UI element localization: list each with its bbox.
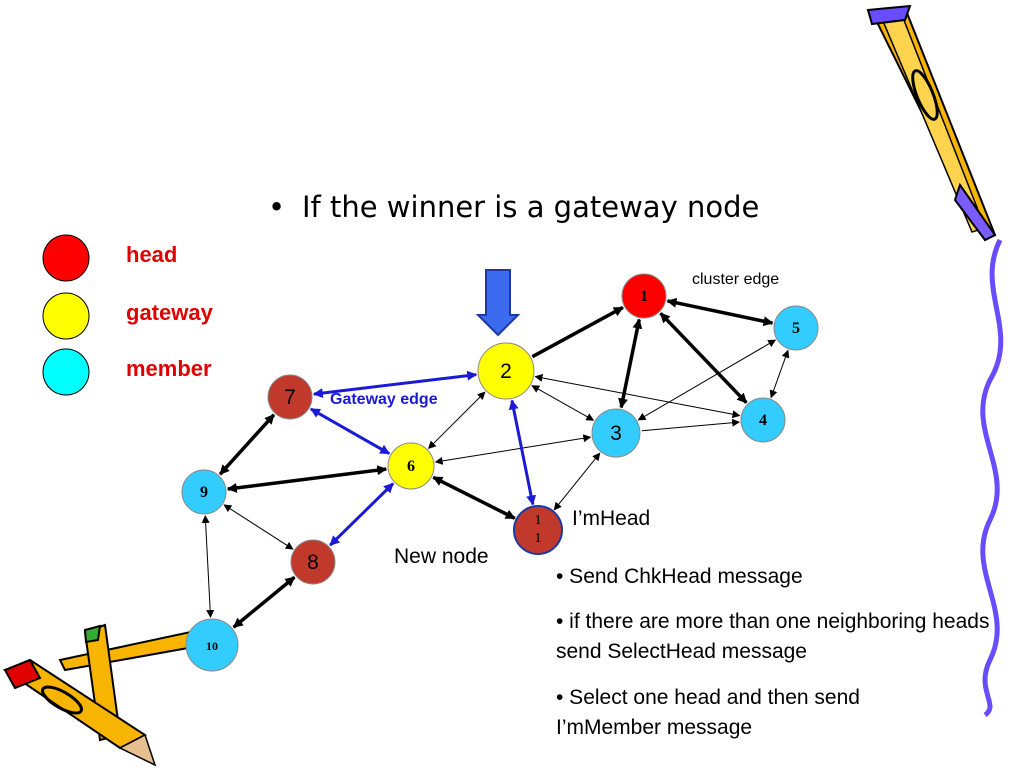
node-11-circle [513, 505, 563, 555]
node-5: 5 [773, 305, 819, 351]
node-1-label: 1 [640, 288, 648, 305]
wavy-line-decoration [980, 238, 1004, 718]
edge-7-6 [309, 407, 391, 455]
edge-2-1 [531, 305, 624, 359]
node-6: 6 [387, 442, 435, 490]
node-10-label: 10 [206, 639, 218, 653]
legend-label-gateway: gateway [126, 300, 213, 325]
node-8-circle [290, 539, 336, 585]
edge-5-4 [769, 349, 790, 399]
node-1-circle [621, 273, 667, 319]
new-node-label: New node [394, 545, 489, 568]
edge-6-8 [329, 482, 395, 547]
edge-8-10 [232, 575, 296, 629]
edge-2-3 [531, 385, 595, 421]
node-11-label-part: 1 [535, 513, 542, 528]
node-9: 9 [181, 469, 227, 515]
gateway-edge-label: Gateway edge [330, 391, 438, 408]
note-immember: • Select one head and then send I’mMembe… [556, 686, 860, 739]
title-text: If the winner is a gateway node [302, 190, 760, 224]
down-arrow-icon [475, 269, 521, 337]
pencils-clipart-icon [2, 623, 207, 767]
node-11: 11 [513, 505, 563, 555]
edge-2-4 [534, 374, 741, 419]
node-4-circle [740, 397, 786, 443]
legend-label-member: member [126, 356, 212, 381]
edge-3-6 [434, 434, 592, 465]
note-selecthead: • if there are more than one neighboring… [556, 610, 990, 663]
legend-swatch-member [42, 348, 90, 396]
node-2-label: 2 [500, 360, 512, 383]
node-3-circle [591, 408, 641, 458]
node-8-label: 8 [307, 551, 319, 574]
pencil-clipart-icon [866, 4, 997, 242]
edge-2-6 [427, 391, 486, 450]
node-4: 4 [740, 397, 786, 443]
edge-9-8 [223, 504, 294, 550]
note-chkhead: • Send ChkHead message [556, 565, 803, 588]
node-3-label: 3 [610, 422, 622, 445]
cluster-edge-label: cluster edge [692, 271, 780, 288]
title-bullet: • [268, 190, 286, 224]
edge-3-11 [553, 452, 601, 511]
node-2-circle [477, 342, 535, 400]
node-5-circle [773, 305, 819, 351]
node-3: 3 [591, 408, 641, 458]
node-5-label: 5 [792, 320, 800, 337]
node-9-circle [181, 469, 227, 515]
node-2: 2 [477, 342, 535, 400]
edges-layer [201, 297, 790, 629]
node-7-label: 7 [284, 386, 296, 409]
im-head-label: I’mHead [572, 507, 651, 530]
node-8: 8 [290, 539, 336, 585]
edge-7-2 [312, 370, 478, 399]
node-7: 7 [267, 374, 313, 420]
node-11-label-part: 1 [535, 531, 542, 546]
node-9-label: 9 [200, 484, 208, 501]
edge-1-4 [659, 312, 748, 404]
node-10-circle [185, 618, 239, 672]
slide-title: • If the winner is a gateway node [268, 190, 759, 224]
node-7-circle [267, 374, 313, 420]
node-10: 10 [185, 618, 239, 672]
edge-6-11 [432, 475, 516, 520]
node-1: 1 [621, 273, 667, 319]
legend-label-head: head [126, 242, 178, 267]
edge-9-10 [201, 514, 215, 619]
legend-swatch-head [42, 234, 90, 282]
node-6-label: 6 [407, 458, 415, 475]
edge-3-4 [641, 418, 741, 432]
edge-1-5 [666, 297, 774, 327]
edge-7-9 [218, 413, 276, 476]
node-4-label: 4 [759, 412, 767, 429]
edge-6-9 [226, 465, 388, 493]
node-6-circle [387, 442, 435, 490]
edge-2-11 [508, 399, 536, 506]
legend-swatch-gateway [42, 292, 90, 340]
